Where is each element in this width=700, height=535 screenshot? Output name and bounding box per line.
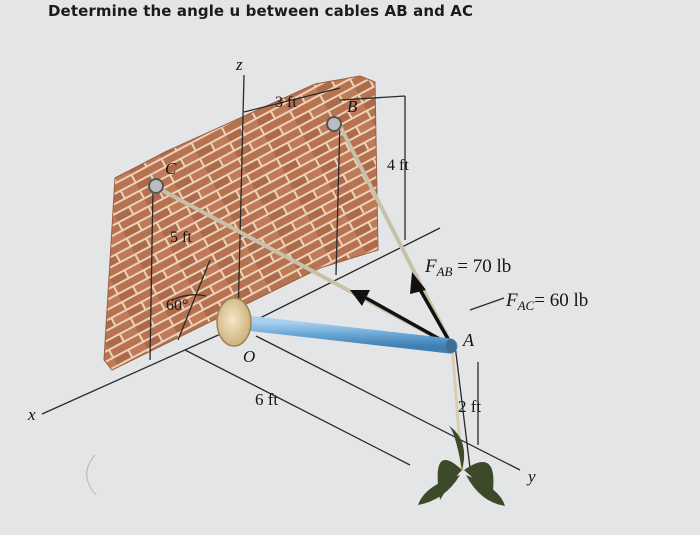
angle-line	[177, 259, 211, 341]
fac-leader-line	[469, 297, 505, 311]
y-axis-line	[255, 335, 521, 471]
axes-and-dimensions	[41, 74, 521, 496]
stray-mark	[86, 454, 97, 496]
force-ac-symbol: F	[505, 290, 518, 311]
pipe-end-a	[446, 339, 456, 353]
cable-ab	[338, 124, 454, 348]
force-ac-arrow-head	[350, 290, 370, 306]
angle-60-label: 60°	[166, 297, 188, 314]
point-b-label: B	[347, 97, 358, 116]
x-axis-line	[41, 331, 226, 415]
a-ground-line	[454, 344, 471, 469]
dim-6ft-label: 6 ft	[255, 390, 278, 409]
question-text: Determine the angle u between cables AB …	[48, 2, 474, 20]
point-a-label: A	[462, 330, 475, 350]
z-axis-line	[237, 74, 245, 321]
force-ac-subscript: AC	[517, 298, 535, 313]
pipe-oa	[230, 314, 458, 354]
wall-base-line	[259, 227, 441, 319]
force-ab-value: = 70 lb	[453, 256, 512, 277]
dim-4ft-label: 4 ft	[387, 157, 409, 174]
anchor-b	[326, 116, 342, 132]
axis-z-label: z	[235, 55, 243, 74]
b-vertical-line	[335, 119, 341, 276]
plant-illustration	[418, 425, 505, 506]
axis-x-label: x	[27, 405, 36, 424]
washer-o	[216, 297, 252, 347]
force-ab-arrow-head	[410, 272, 426, 294]
force-ab-subscript: AB	[436, 264, 453, 279]
point-o-label: O	[243, 347, 255, 366]
axis-y-label: y	[526, 467, 536, 486]
force-ab-label: FAB = 70 lb	[424, 256, 511, 279]
force-ac-label: FAC= 60 lb	[505, 290, 588, 313]
anchor-c	[148, 178, 164, 194]
angle-arc	[171, 294, 207, 301]
b-top-line	[339, 95, 406, 101]
force-ac-value: = 60 lb	[534, 290, 588, 311]
dim-3ft-label: 3 ft	[275, 94, 297, 111]
dim-5ft-label: 5 ft	[170, 229, 192, 246]
dim-6ft-line	[184, 349, 411, 466]
point-c-label: C	[165, 159, 177, 178]
dim-2ft-label: 2 ft	[458, 397, 481, 416]
c-vertical-line	[149, 187, 154, 361]
force-ab-symbol: F	[424, 256, 437, 277]
force-ab-arrow-shaft	[416, 285, 454, 347]
dim-3ft-line	[243, 87, 341, 113]
